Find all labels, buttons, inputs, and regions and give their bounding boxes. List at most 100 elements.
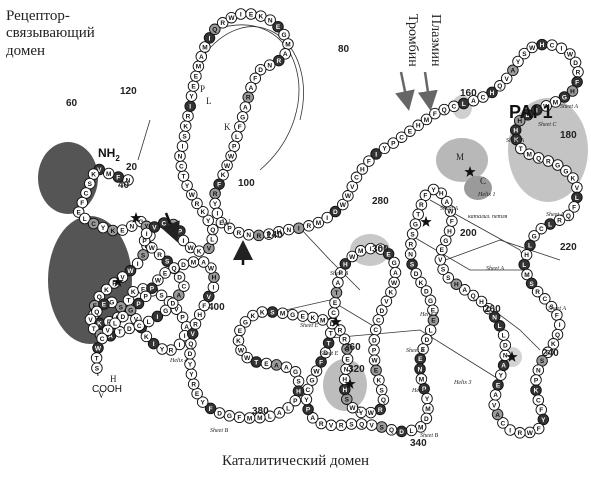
residue-bead: S xyxy=(92,363,103,374)
residue-letter: C xyxy=(399,135,404,142)
residue-bead: R xyxy=(188,379,199,390)
residue-bead: R xyxy=(515,428,526,439)
residue-letter: Y xyxy=(425,396,430,403)
residue-bead: N xyxy=(284,224,295,235)
residue-letter: A xyxy=(201,259,206,266)
residue-letter: A xyxy=(284,365,289,372)
residue-letter: R xyxy=(576,69,581,76)
residue-letter: L xyxy=(575,195,579,202)
residue-bead: W xyxy=(389,277,400,288)
residue-letter: C xyxy=(501,420,506,427)
residue-bead: D xyxy=(570,57,581,68)
residue-letter: K xyxy=(197,249,202,256)
residue-letter: E xyxy=(333,300,338,307)
residue-letter: S xyxy=(95,366,100,373)
residue-letter: S xyxy=(522,51,527,58)
residue-letter: R xyxy=(338,327,343,334)
residue-letter: W xyxy=(345,193,352,200)
residue-letter: T xyxy=(335,290,339,297)
residue-bead: E xyxy=(235,325,246,336)
residue-letter: M xyxy=(191,259,196,266)
residue-letter: N xyxy=(503,353,508,360)
residue-letter: C xyxy=(84,190,89,197)
residue-letter: D xyxy=(170,301,175,308)
residue-letter: Q xyxy=(359,421,364,428)
residue-bead: H xyxy=(521,250,532,261)
residue-letter: M xyxy=(526,152,531,159)
residue-letter: R xyxy=(193,321,198,328)
residue-letter: R xyxy=(535,289,540,296)
structure-label-helix5: Helix 5 xyxy=(419,312,438,318)
residue-letter: M xyxy=(196,64,201,71)
residue-letter: C xyxy=(550,43,555,50)
residue-letter: K xyxy=(389,290,394,297)
residue-letter: V xyxy=(152,224,157,231)
residue-bead: H xyxy=(444,226,455,237)
residue-bead: C xyxy=(176,161,187,172)
residue-letter: C xyxy=(182,284,187,291)
residue-number: 380 xyxy=(252,406,269,417)
residue-letter: Q xyxy=(171,265,176,272)
residue-letter: M xyxy=(425,406,430,413)
residue-letter: A xyxy=(393,270,398,277)
residue-letter: F xyxy=(217,182,221,189)
residue-letter: H xyxy=(343,261,348,268)
residue-letter: Q xyxy=(94,309,99,316)
residue-bead: I xyxy=(294,223,305,234)
residue-letter: L xyxy=(286,405,290,412)
residue-letter: D xyxy=(372,337,377,344)
residue-letter: W xyxy=(372,358,379,365)
residue-letter: Q xyxy=(210,227,215,234)
residue-letter: Q xyxy=(212,27,217,34)
residue-bead: S xyxy=(179,131,190,142)
residue-letter: M xyxy=(316,220,321,227)
residue-letter: H xyxy=(296,389,301,396)
structure-label-letter-e: E xyxy=(356,405,362,415)
residue-letter: G xyxy=(555,162,560,169)
residue-letter: A xyxy=(274,362,279,369)
residue-letter: T xyxy=(254,359,258,366)
residue-letter: M xyxy=(320,317,325,324)
residue-bead: A xyxy=(246,82,257,93)
residue-number: 240 xyxy=(542,348,559,359)
residue-letter: C xyxy=(536,398,541,405)
residue-letter: H xyxy=(360,166,365,173)
residue-letter: K xyxy=(110,228,115,235)
residue-letter: E xyxy=(440,247,445,254)
residue-bead: E xyxy=(191,71,202,82)
residue-letter: R xyxy=(169,347,174,354)
residue-letter: M xyxy=(280,311,285,318)
residue-letter: I xyxy=(212,285,214,292)
residue-letter: E xyxy=(408,129,413,136)
residue-number: 140 xyxy=(266,230,283,241)
plasmin-arrow xyxy=(425,72,430,106)
residue-letter: G xyxy=(443,238,448,245)
residue-bead: C xyxy=(373,315,384,326)
residue-letter: I xyxy=(509,427,511,434)
residue-letter: W xyxy=(349,254,356,261)
residue-letter: L xyxy=(410,428,414,435)
residue-bead: L xyxy=(519,259,530,270)
residue-letter: A xyxy=(283,51,288,58)
residue-letter: Y xyxy=(213,201,218,208)
residue-letter: K xyxy=(377,378,382,385)
residue-letter: Y xyxy=(304,397,309,404)
residue-letter: V xyxy=(88,317,93,324)
residue-bead: A xyxy=(498,360,509,371)
residue-bead: R xyxy=(253,230,264,241)
structure-label-sheet-b4: Sheet B xyxy=(420,433,438,439)
residue-letter: Q xyxy=(536,155,541,162)
residue-letter: F xyxy=(555,312,559,319)
residue-letter: H xyxy=(540,42,545,49)
residue-bead: G xyxy=(441,235,452,246)
residue-bead: R xyxy=(243,92,254,103)
residue-bead: E xyxy=(330,297,341,308)
residue-bead: I xyxy=(236,9,247,20)
residue-letter: F xyxy=(450,219,454,226)
residue-letter: W xyxy=(368,410,375,417)
residue-bead: E xyxy=(371,365,382,376)
residue-bead: Q xyxy=(533,153,544,164)
residue-letter: W xyxy=(155,278,162,285)
residue-bead: N xyxy=(243,230,254,241)
residue-bead: G xyxy=(410,219,421,230)
